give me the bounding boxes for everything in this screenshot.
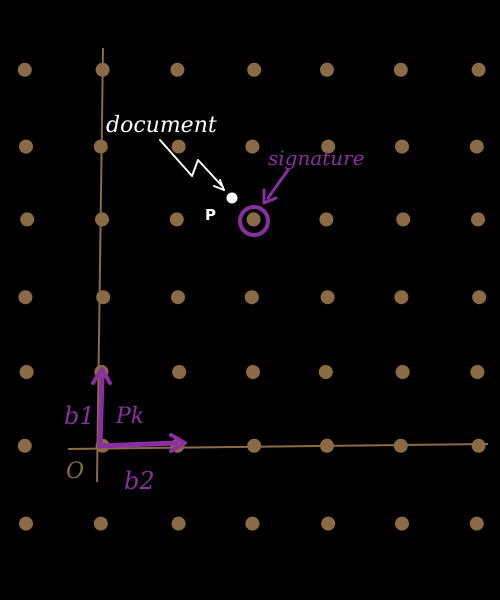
basis-vector-b1-arrowhead [91, 367, 112, 385]
lattice-point [471, 62, 486, 77]
lattice-point [318, 365, 333, 379]
lattice-point [321, 516, 336, 531]
label-origin: O [66, 459, 84, 484]
horizontal-axis [67, 443, 489, 450]
lattice-point [471, 438, 486, 453]
lattice-point [171, 516, 186, 531]
signature-arrow [266, 168, 290, 200]
lattice-point [469, 139, 484, 154]
lattice-point [19, 365, 34, 379]
lattice-point [95, 212, 109, 227]
lattice-point [395, 365, 410, 379]
lattice-point [246, 212, 261, 227]
lattice-point [19, 139, 33, 154]
basis-vector-b2-arrowhead [169, 433, 187, 453]
label-pk: Pk [115, 404, 144, 429]
label-document: document [106, 113, 217, 138]
lattice-point [18, 290, 33, 305]
signature-arrowhead [262, 188, 278, 205]
lattice-point [469, 516, 484, 531]
lattice-point [171, 139, 186, 154]
lattice-point [471, 212, 485, 227]
lattice-point [19, 516, 33, 531]
lattice-point [394, 290, 409, 305]
lattice-point [319, 212, 334, 227]
lattice-point [320, 290, 335, 305]
vertical-axis [96, 47, 104, 483]
lattice-point [472, 290, 487, 305]
lattice-point [320, 62, 334, 77]
lattice-point [396, 212, 411, 227]
lattice-point [395, 516, 409, 531]
lattice-points [17, 62, 487, 531]
lattice-point [17, 62, 32, 77]
label-signature: signature [268, 146, 365, 170]
lattice-point [172, 365, 187, 379]
lattice-point [170, 62, 185, 77]
document-arrowhead [213, 179, 225, 191]
lattice-point [244, 290, 259, 305]
basis-vector-b1 [97, 375, 105, 449]
label-b1: b1 [64, 402, 95, 430]
label-b2: b2 [124, 467, 155, 495]
lattice-point [93, 516, 108, 531]
point-p [226, 192, 238, 204]
lattice-point [246, 365, 260, 379]
lattice-point [96, 290, 111, 305]
label-p: P [205, 206, 216, 224]
lattice-point [470, 365, 485, 379]
lattice-point [17, 438, 32, 453]
document-arrow [159, 139, 223, 187]
lattice-point [245, 139, 260, 154]
lattice-point [321, 139, 336, 154]
lattice-point [169, 212, 184, 227]
lattice-point [20, 212, 35, 227]
lattice-point [395, 139, 409, 154]
lattice-point [393, 62, 408, 77]
lattice-point [245, 516, 260, 531]
signature-ring [238, 205, 270, 237]
lattice-point [171, 290, 185, 305]
lattice-point [247, 62, 262, 77]
basis-vector-b2 [97, 440, 179, 449]
